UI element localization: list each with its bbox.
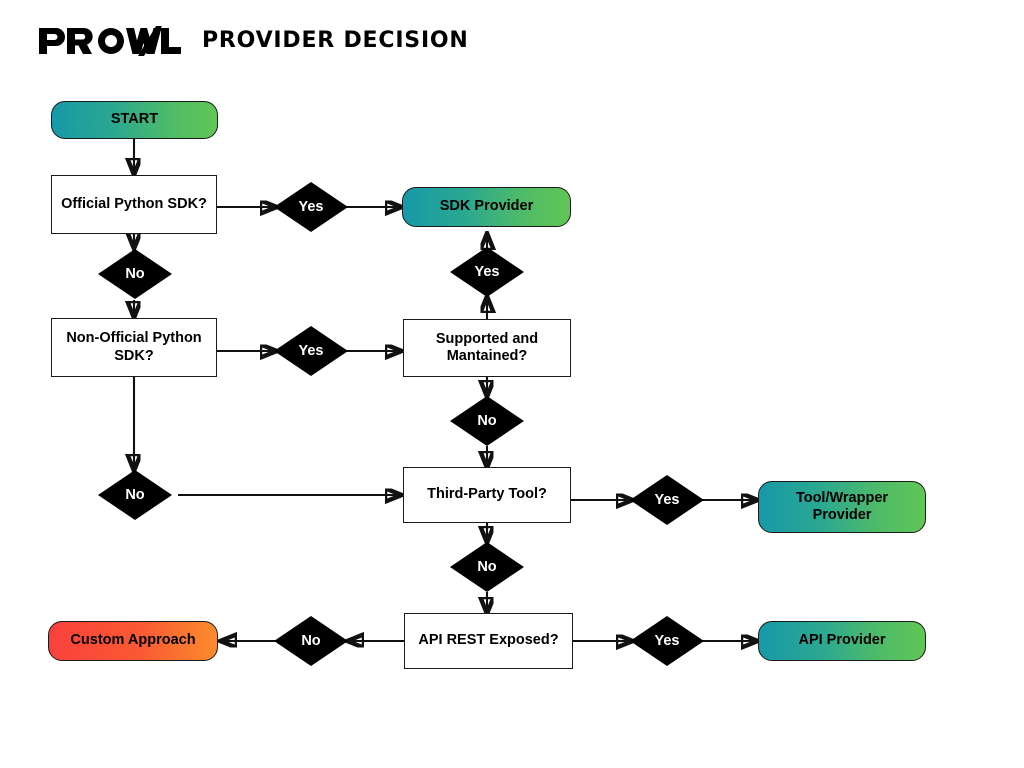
decision-label: Yes <box>298 342 324 359</box>
decision-label: Yes <box>298 198 324 215</box>
decision-label: No <box>125 265 145 282</box>
node-tool-wrapper-provider-label-line2: Provider <box>812 507 872 523</box>
decision-yes-non-official-sdk[interactable]: Yes <box>274 326 348 376</box>
node-tool-wrapper-provider-label-line1: Tool/Wrapper <box>795 489 889 506</box>
node-non-official-python-sdk-label-line2: SDK? <box>114 347 154 364</box>
node-official-python-sdk-label: Official Python SDK? <box>61 195 207 212</box>
node-non-official-python-sdk-label-line1: Non-Official Python <box>66 330 202 347</box>
node-start-label: START <box>110 111 159 128</box>
decision-label: Yes <box>654 632 680 649</box>
node-tool-wrapper-provider[interactable]: Tool/Wrapper Provider <box>758 481 926 533</box>
node-third-party-tool-label: Third-Party Tool? <box>427 486 547 503</box>
decision-yes-third-party-tool[interactable]: Yes <box>630 475 704 525</box>
node-third-party-tool[interactable]: Third-Party Tool? <box>403 467 571 523</box>
node-custom-approach-label: Custom Approach <box>70 632 196 649</box>
decision-no-api-rest[interactable]: No <box>274 616 348 666</box>
node-api-rest-exposed[interactable]: API REST Exposed? <box>404 613 573 669</box>
node-api-provider-label: API Provider <box>798 632 886 649</box>
decision-label: No <box>477 412 497 429</box>
node-api-rest-exposed-label: API REST Exposed? <box>418 632 559 649</box>
decision-label: Yes <box>654 491 680 508</box>
page-title: PROVIDER DECISION <box>202 28 469 53</box>
page-header: PROVIDER DECISION <box>38 26 469 56</box>
node-sdk-provider-label: SDK Provider <box>439 198 534 215</box>
decision-no-supported-maintained[interactable]: No <box>450 396 524 446</box>
node-sdk-provider[interactable]: SDK Provider <box>402 187 571 227</box>
node-supported-and-maintained[interactable]: Supported and Mantained? <box>403 319 571 377</box>
node-custom-approach[interactable]: Custom Approach <box>48 621 218 661</box>
node-start[interactable]: START <box>51 101 218 139</box>
decision-label: No <box>301 632 321 649</box>
node-api-provider[interactable]: API Provider <box>758 621 926 661</box>
node-official-python-sdk[interactable]: Official Python SDK? <box>51 175 217 234</box>
prowler-wordmark-logo <box>39 26 181 56</box>
decision-no-non-official-sdk[interactable]: No <box>98 470 172 520</box>
decision-label: No <box>477 558 497 575</box>
node-non-official-python-sdk[interactable]: Non-Official Python SDK? <box>51 318 217 377</box>
node-supported-and-maintained-label-line1: Supported and <box>435 330 539 347</box>
decision-no-official-sdk[interactable]: No <box>98 249 172 299</box>
decision-label: Yes <box>474 263 500 280</box>
decision-yes-supported-maintained[interactable]: Yes <box>450 247 524 297</box>
decision-no-third-party-tool[interactable]: No <box>450 542 524 592</box>
decision-yes-official-sdk[interactable]: Yes <box>274 182 348 232</box>
decision-yes-api-rest[interactable]: Yes <box>630 616 704 666</box>
node-supported-and-maintained-label-line2: Mantained? <box>446 348 528 364</box>
decision-label: No <box>125 486 145 503</box>
